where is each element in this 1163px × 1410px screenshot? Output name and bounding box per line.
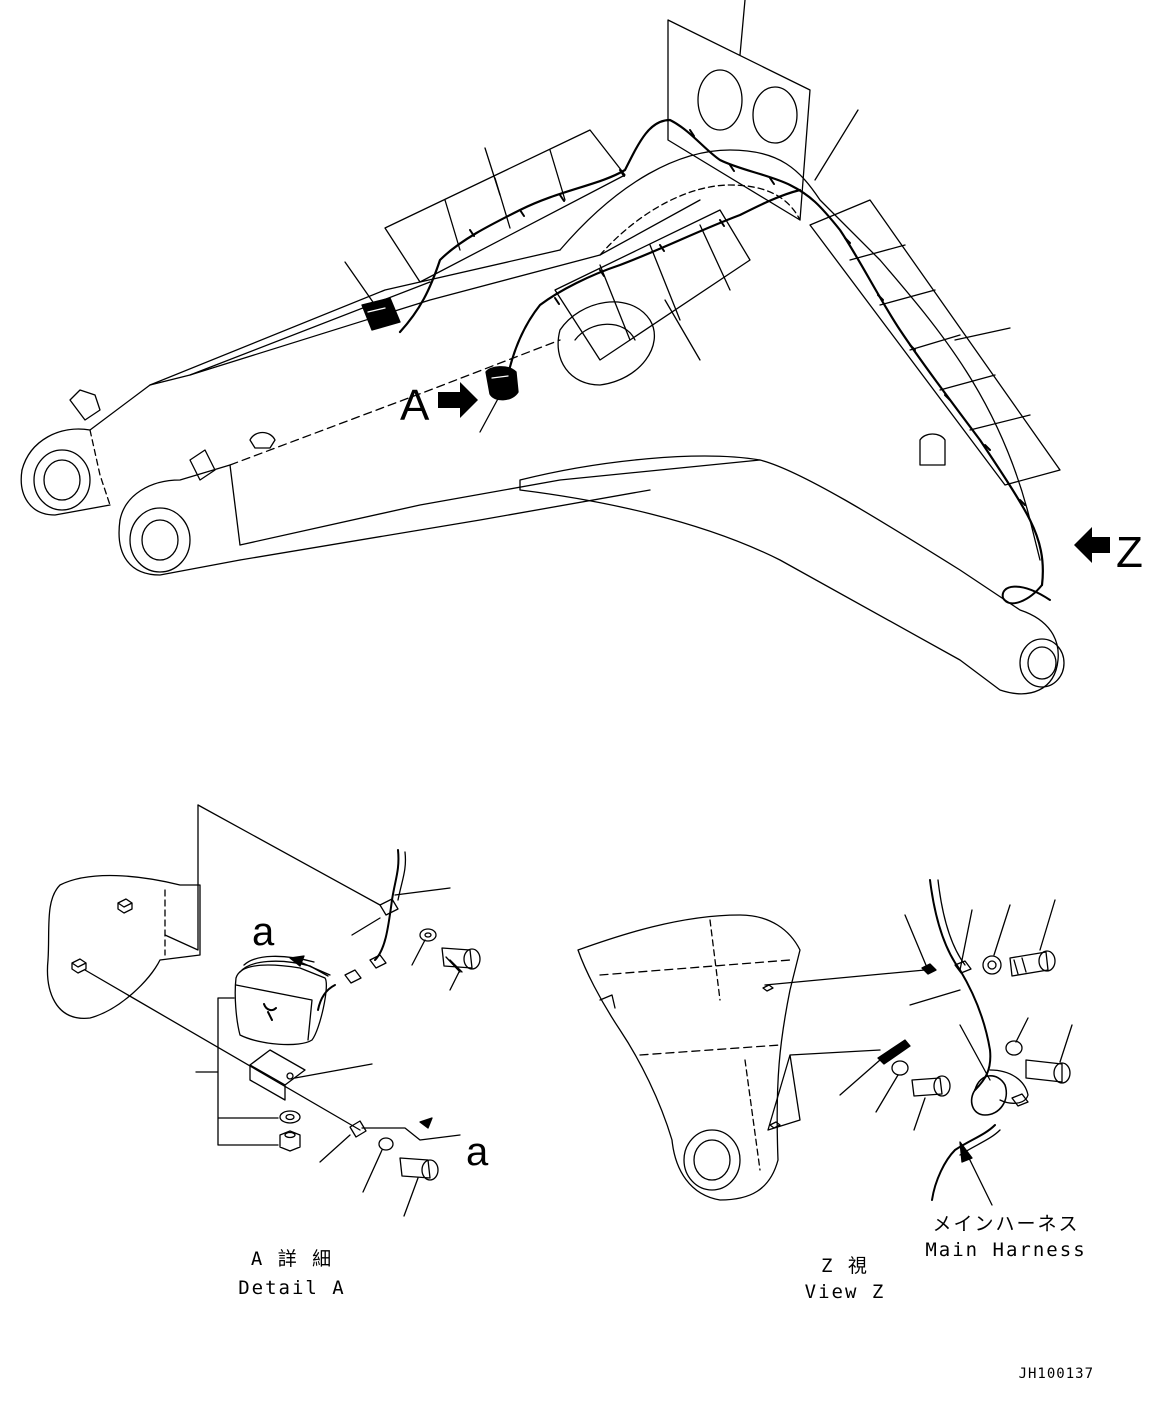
view-z-harness-label-en: Main Harness — [925, 1239, 1086, 1261]
work-light-left-icon — [361, 297, 401, 331]
view-z-caption-jp: Z 視 — [821, 1255, 869, 1277]
work-light-a-icon — [485, 366, 519, 401]
boom-assembly — [20, 0, 1065, 695]
detail-a-caption-jp: A 詳 細 — [251, 1248, 333, 1270]
label-z: Z — [1116, 528, 1143, 577]
label-a: A — [400, 381, 430, 430]
detail-a-drawing — [46, 804, 481, 1217]
arrow-a-icon — [438, 382, 478, 418]
detail-a-arrow-label-bottom: a — [466, 1130, 489, 1174]
view-z-drawing — [577, 879, 1073, 1206]
detail-a-arrow-label-top: a — [252, 910, 275, 954]
view-z-caption-en: View Z — [805, 1281, 886, 1303]
arrow-z-icon — [1074, 527, 1110, 563]
detail-a-caption-en: Detail A — [238, 1277, 346, 1299]
view-z-harness-label-jp: メインハーネス — [932, 1213, 1079, 1235]
drawing-number: JH100137 — [1019, 1366, 1094, 1382]
